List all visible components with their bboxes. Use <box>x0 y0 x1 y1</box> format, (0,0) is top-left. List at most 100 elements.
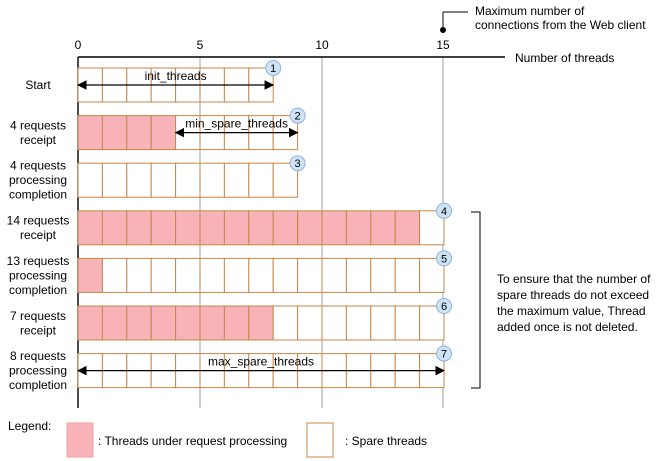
thread-cell-processing <box>199 305 225 341</box>
thread-cell-spare <box>150 257 177 293</box>
thread-cell-processing <box>345 210 372 246</box>
thread-cell-spare <box>126 162 152 198</box>
step-badge-number: 5 <box>441 253 447 265</box>
thread-cell-spare <box>394 305 421 341</box>
thread-cell-processing <box>223 210 250 246</box>
thread-cell-processing <box>77 115 103 151</box>
thread-cell-processing <box>77 305 103 341</box>
step-badge <box>289 155 306 172</box>
thread-cell-processing <box>101 305 128 341</box>
step-badge-number: 1 <box>270 63 276 75</box>
thread-cell-processing <box>321 210 347 246</box>
thread-cell-spare <box>126 257 152 293</box>
range-arrow-label: min_spare_threads <box>185 117 288 131</box>
axis-tick-10: 10 <box>315 38 329 52</box>
thread-cell-processing <box>370 210 396 246</box>
step-badge <box>436 345 452 362</box>
step-badge-number: 2 <box>295 111 301 123</box>
top-note-dot <box>440 27 446 33</box>
thread-cell-spare <box>199 162 225 198</box>
legend-title: Legend: <box>8 419 51 433</box>
thread-cell-spare <box>272 257 299 293</box>
step-badge-number: 6 <box>441 301 447 313</box>
thread-cell-processing <box>126 115 152 151</box>
thread-cell-processing <box>101 115 128 151</box>
thread-cell-processing <box>175 210 201 246</box>
thread-cell-spare <box>297 305 323 341</box>
thread-cell-processing <box>297 210 323 246</box>
thread-cell-processing <box>394 210 421 246</box>
thread-cell-spare <box>370 257 396 293</box>
step-badge-number: 3 <box>295 158 301 170</box>
thread-cell-spare <box>321 257 347 293</box>
thread-cell-processing <box>126 305 152 341</box>
thread-cell-processing <box>223 305 250 341</box>
thread-cell-processing <box>150 210 177 246</box>
thread-cell-spare <box>345 305 372 341</box>
legend-processing-label: : Threads under request processing <box>98 434 287 448</box>
axis-label: Number of threads <box>515 51 614 65</box>
legend-spare-swatch <box>306 422 334 458</box>
thread-cell-spare <box>77 162 103 198</box>
step-badge <box>436 298 452 314</box>
side-bracket <box>471 211 481 389</box>
thread-cell-spare <box>297 257 323 293</box>
thread-cell-spare <box>150 162 177 198</box>
thread-cell-processing <box>77 257 103 293</box>
thread-cell-spare <box>223 162 250 198</box>
thread-cell-processing <box>199 210 225 246</box>
step-badge <box>289 107 306 124</box>
thread-cell-processing <box>248 210 274 246</box>
thread-cell-processing <box>272 210 299 246</box>
thread-cell-spare <box>248 162 274 198</box>
axis-tick-5: 5 <box>197 38 204 52</box>
thread-cell-spare <box>345 257 372 293</box>
thread-cell-spare <box>101 257 128 293</box>
step-badge <box>436 250 452 267</box>
thread-cell-processing <box>77 210 103 246</box>
thread-cell-spare <box>175 162 201 198</box>
thread-cell-processing <box>101 210 128 246</box>
axis-tick-15: 15 <box>436 38 450 52</box>
thread-cell-spare <box>272 305 299 341</box>
step-badge-number: 7 <box>441 349 447 361</box>
step-badge <box>436 202 452 219</box>
thread-cell-spare <box>370 305 396 341</box>
row-1: Start init_threads 1 <box>25 60 282 103</box>
thread-cell-spare <box>248 257 274 293</box>
thread-cell-processing <box>126 210 152 246</box>
range-arrow-label: max_spare_threads <box>208 355 314 369</box>
legend-spare-label: : Spare threads <box>345 434 427 448</box>
thread-cell-spare <box>101 162 128 198</box>
thread-cell-processing <box>175 305 201 341</box>
thread-cell-spare <box>321 305 347 341</box>
axis-tick-0: 0 <box>75 38 82 52</box>
thread-cell-spare <box>223 257 250 293</box>
range-arrow-label: init_threads <box>145 69 207 83</box>
thread-cell-processing <box>248 305 274 341</box>
step-badge <box>265 60 282 76</box>
row-label: Start <box>25 78 51 92</box>
legend-processing-swatch <box>66 422 94 458</box>
thread-cell-spare <box>175 257 201 293</box>
thread-cell-processing <box>150 305 177 341</box>
thread-cell-processing <box>150 115 177 151</box>
thread-cell-spare <box>199 257 225 293</box>
thread-cell-spare <box>394 257 421 293</box>
